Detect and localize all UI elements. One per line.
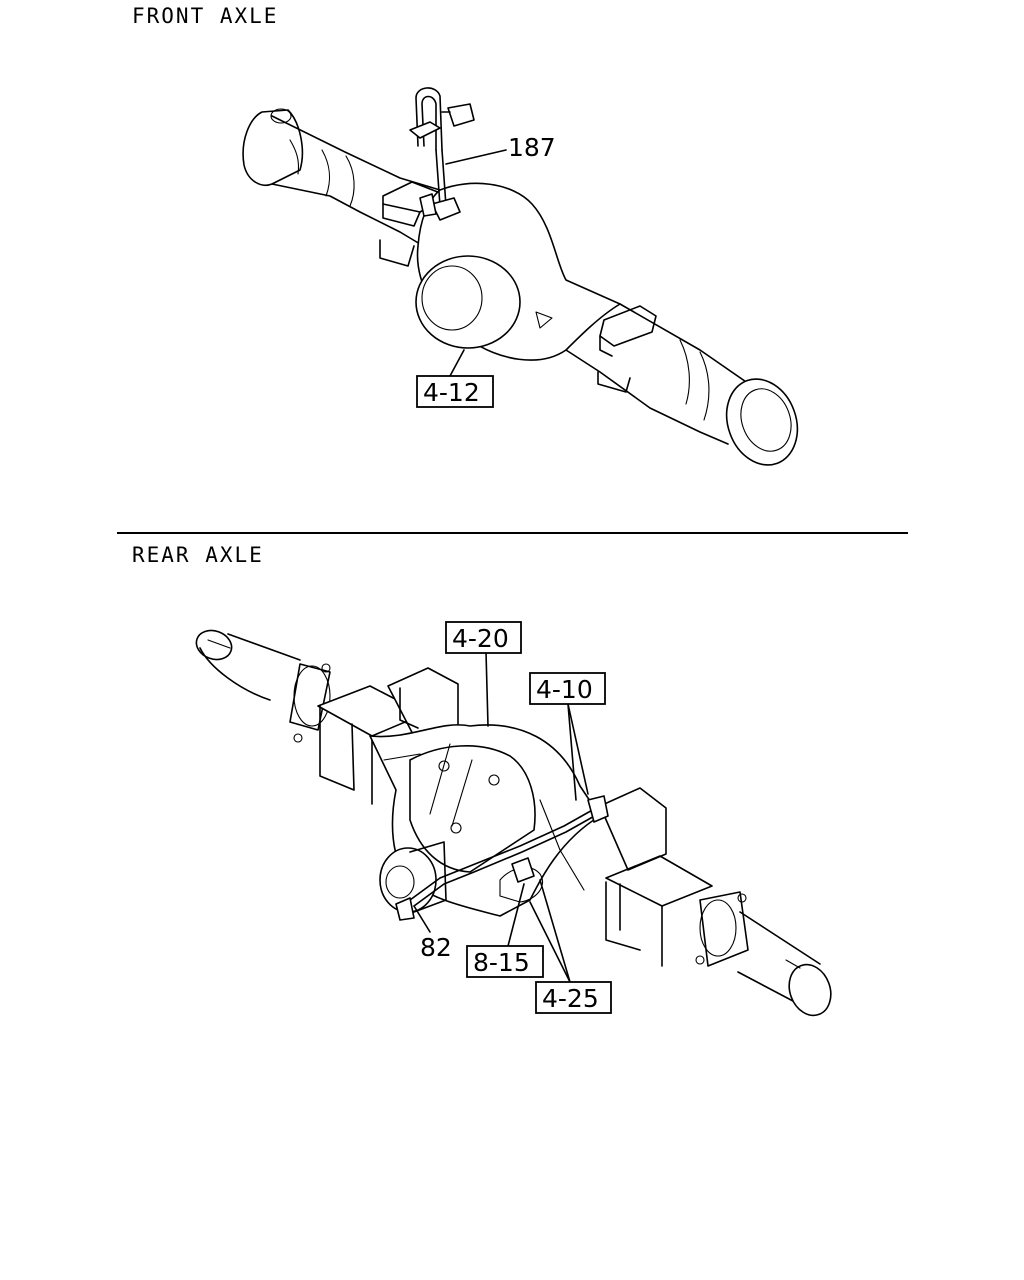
rear-axle-title: REAR AXLE xyxy=(132,543,264,567)
callout-4-25-label: 4-25 xyxy=(542,984,599,1013)
callout-8-15-label: 8-15 xyxy=(473,948,530,977)
front-axle-housing xyxy=(242,108,799,466)
front-axle-title: FRONT AXLE xyxy=(132,4,279,28)
callout-4-10-label: 4-10 xyxy=(536,675,593,704)
callout-187-label: 187 xyxy=(508,133,556,162)
section-divider xyxy=(117,532,908,534)
callout-4-25: 4-25 xyxy=(529,879,612,1014)
callout-4-10: 4-10 xyxy=(529,672,606,801)
rear-abs-sensor-harness xyxy=(395,795,609,921)
callout-4-12: 4-12 xyxy=(416,349,494,408)
callout-82: 82 xyxy=(413,905,452,962)
callout-4-20: 4-20 xyxy=(445,621,522,727)
callout-82-label: 82 xyxy=(420,933,452,962)
callout-187: 187 xyxy=(445,133,556,165)
callout-8-15: 8-15 xyxy=(466,883,544,978)
callout-4-12-label: 4-12 xyxy=(423,378,480,407)
front-abs-sensor-harness xyxy=(409,87,475,221)
rear-axle-housing xyxy=(195,629,832,1017)
callout-4-20-label: 4-20 xyxy=(452,624,509,653)
